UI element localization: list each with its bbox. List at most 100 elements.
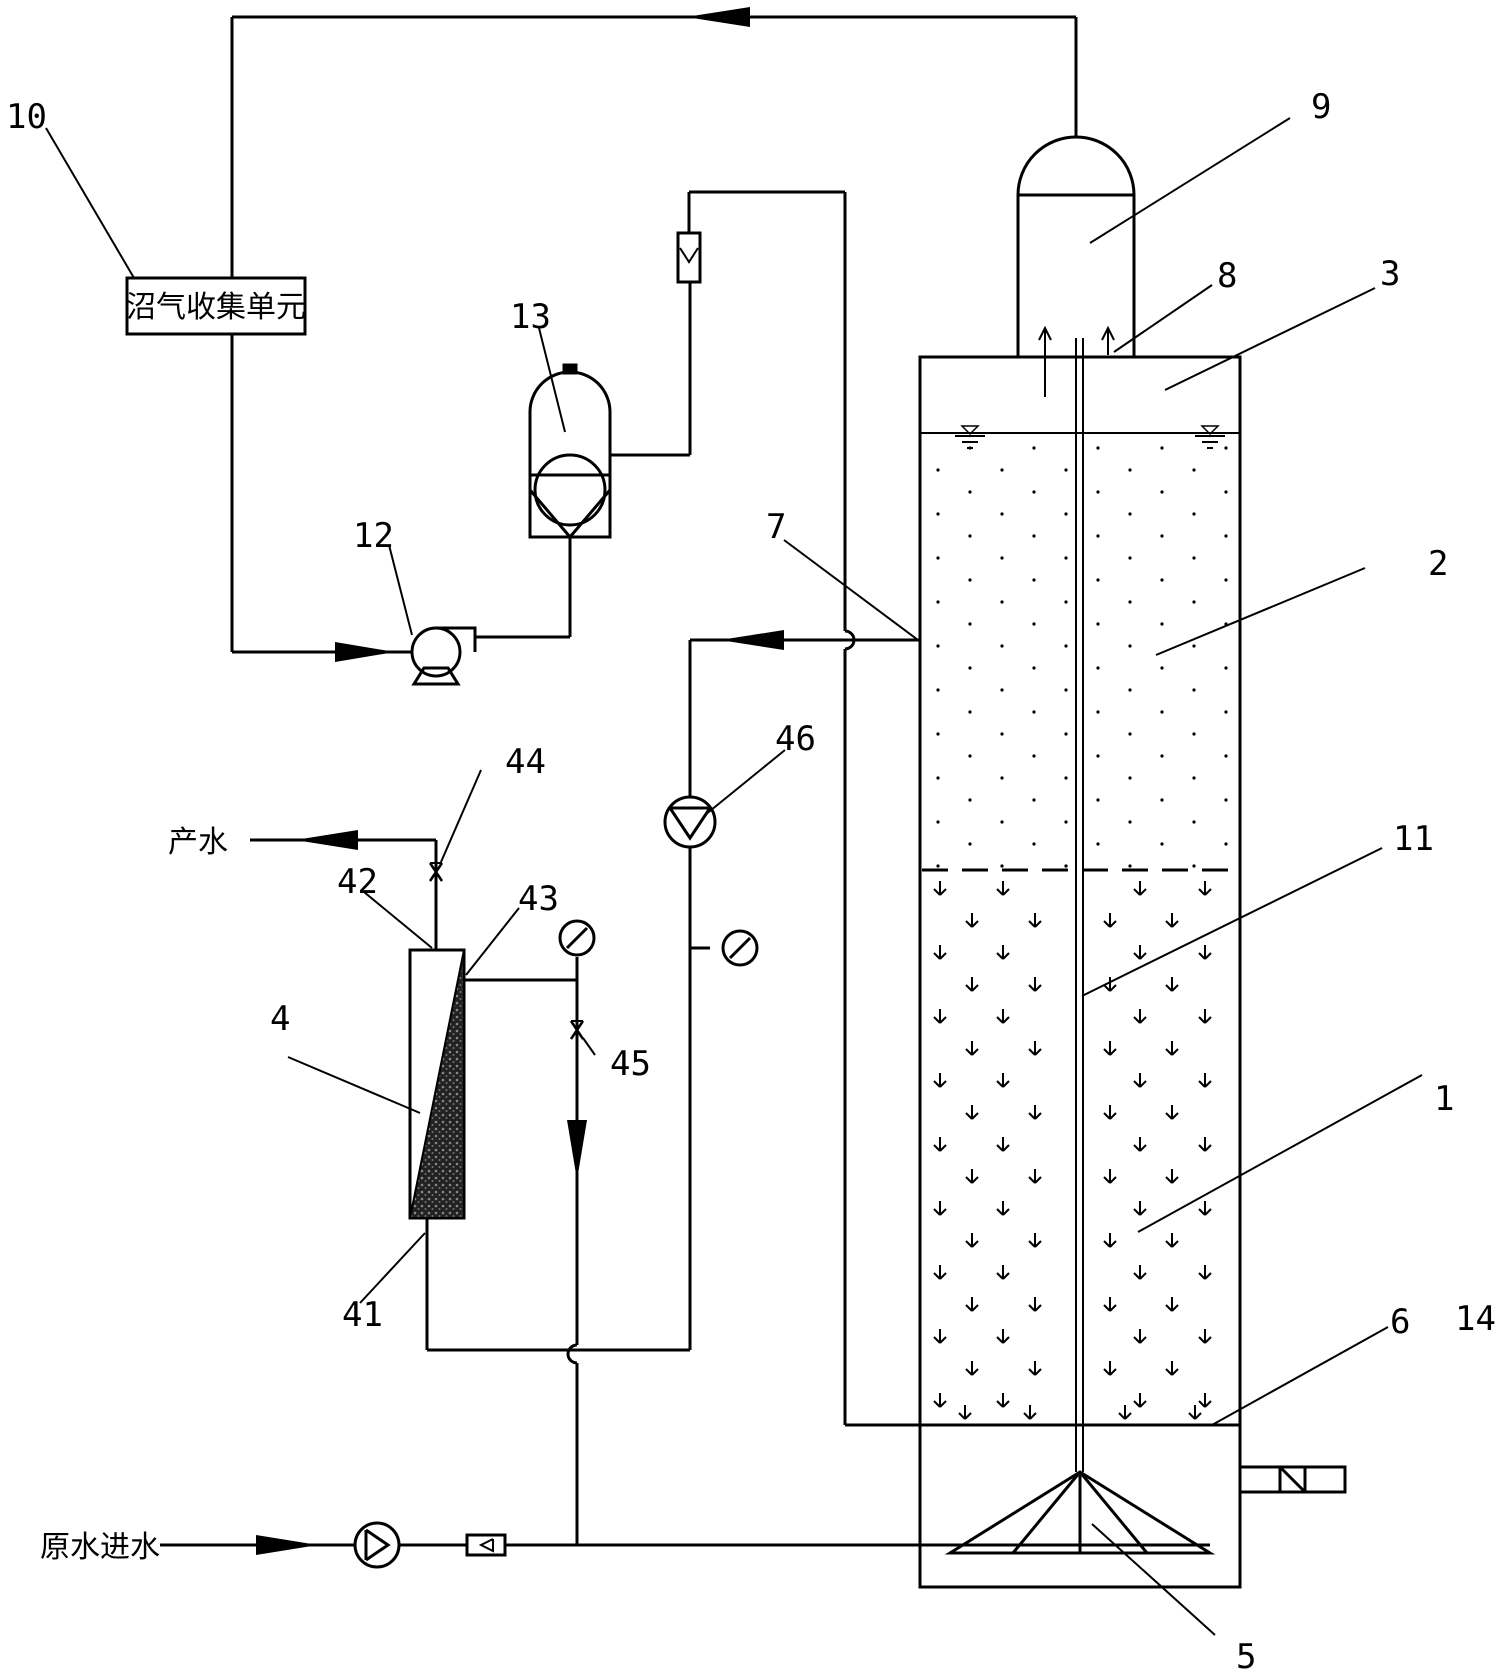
sludge-granule-icon [1133,1072,1147,1088]
sludge-granule-icon [1165,976,1179,992]
sludge-granule-icon [1198,1392,1212,1408]
label-9: 9 [1311,87,1331,127]
pressure-gauge-right [721,929,759,967]
gas-arrows [1038,325,1115,397]
concentrate-line [464,957,579,1545]
sludge-granule-icon [996,1328,1010,1344]
sludge-granule-icon [1028,1040,1042,1056]
sludge-granule-icon [1028,1232,1042,1248]
sludge-granule-icon [996,1264,1010,1280]
sludge-granule-icon [1103,1296,1117,1312]
sludge-granule-icon [965,1232,979,1248]
sludge-granule-icon [965,1360,979,1376]
sludge-granule-icon [1028,1104,1042,1120]
sludge-granule-icon [933,1392,947,1408]
sludge-granule-icon [1028,1168,1042,1184]
sludge-granule-icon [1165,1232,1179,1248]
sludge-granule-icon [1133,1008,1147,1024]
label-12: 12 [353,516,394,556]
product-water-label: 产水 [168,825,228,860]
sludge-granule-icon [933,1072,947,1088]
biogas-collection-unit-label: 沼气收集单元 [126,290,306,325]
sludge-granule-icon [1103,1168,1117,1184]
water-level-mark-left [955,425,985,449]
pressure-gauge-left [558,919,596,957]
label-44: 44 [505,742,546,782]
sludge-granule-icon [965,976,979,992]
sludge-granule-icon [1165,1296,1179,1312]
label-43: 43 [518,879,559,919]
sludge-granule-icon [1028,976,1042,992]
sludge-granule-icon [996,1008,1010,1024]
sludge-granule-icon [965,1296,979,1312]
sludge-granule-icon [933,1008,947,1024]
label-6: 6 [1390,1302,1410,1342]
flow-arrow-recirculation [720,630,784,650]
sample-port [1238,1465,1347,1494]
sludge-granule-icon [933,1264,947,1280]
sludge-granule-icon [1028,1360,1042,1376]
label-5: 5 [1236,1637,1256,1675]
label-41: 41 [342,1295,383,1335]
nozzle-icon [1118,1404,1132,1420]
sludge-granule-icon [1103,1104,1117,1120]
sludge-granule-icon [965,1104,979,1120]
label-42: 42 [337,862,378,902]
sludge-granule-icon [1198,1200,1212,1216]
sludge-granule-icon [1165,1168,1179,1184]
sludge-granule-icon [996,880,1010,896]
sludge-granule-icon [1198,1008,1212,1024]
flow-arrow-down [567,1120,587,1180]
sludge-granule-icon [1198,1136,1212,1152]
sludge-granule-icon [1133,1392,1147,1408]
reactor [918,325,1347,1589]
sludge-granule-icon [933,944,947,960]
sludge-granule-icon [1198,1072,1212,1088]
sludge-granule-icon [1198,1264,1212,1280]
sludge-granule-icon [933,1136,947,1152]
sludge-granule-icon [1133,1328,1147,1344]
sludge-granule-icon [965,1168,979,1184]
flow-meter-line [676,190,920,1427]
sludge-granule-icon [933,1328,947,1344]
nozzle-icon [1188,1404,1202,1420]
sludge-granule-icon [1198,880,1212,896]
sludge-granule-icon [1133,1200,1147,1216]
sludge-granule-icon [1165,912,1179,928]
sludge-granule-icon [996,944,1010,960]
label-14: 14 [1455,1299,1496,1339]
flow-arrow-to-blower [335,642,395,662]
feed-pump [353,1521,401,1569]
membrane-module [250,838,466,1220]
label-7: 7 [766,507,786,547]
label-46: 46 [775,719,816,759]
flow-arrow-top [686,7,750,27]
sludge-granule-icon [1133,944,1147,960]
sludge-granule-icon [1198,1328,1212,1344]
sludge-granule-icon [1165,1360,1179,1376]
sludge-granule-icon [1133,880,1147,896]
sludge-bed [933,880,1212,1420]
nozzle-icon [1023,1404,1037,1420]
sludge-granule-icon [1133,1264,1147,1280]
label-1: 1 [1434,1079,1454,1119]
sludge-granule-icon [996,1136,1010,1152]
label-3: 3 [1380,254,1400,294]
sludge-granule-icon [965,912,979,928]
label-45: 45 [610,1044,651,1084]
label-2: 2 [1428,544,1448,584]
sludge-granule-icon [1028,1296,1042,1312]
label-13: 13 [510,297,551,337]
sludge-granule-icon [1103,1040,1117,1056]
nozzle-icon [958,1404,972,1420]
sludge-granule-icon [996,1072,1010,1088]
flow-arrow-product [295,830,358,850]
sludge-granule-icon [996,1392,1010,1408]
biogas-collection-unit: 沼气收集单元 [125,276,307,336]
sludge-granule-icon [933,880,947,896]
circulation-pump [663,795,717,849]
check-valve [465,1533,507,1557]
blower [410,537,572,686]
label-4: 4 [270,999,290,1039]
